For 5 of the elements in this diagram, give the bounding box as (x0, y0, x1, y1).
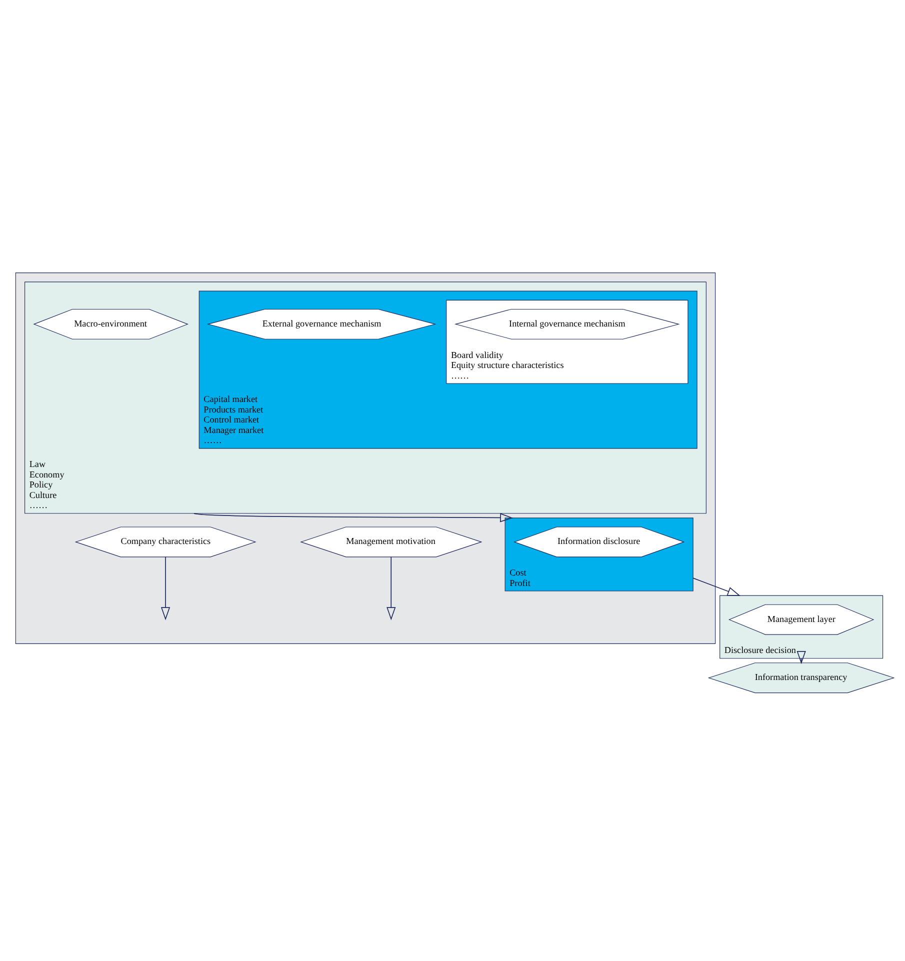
arrow (160, 556, 170, 620)
arrow (386, 556, 396, 620)
cluster (15, 272, 716, 644)
arrow (692, 578, 741, 596)
arrow (194, 512, 514, 522)
